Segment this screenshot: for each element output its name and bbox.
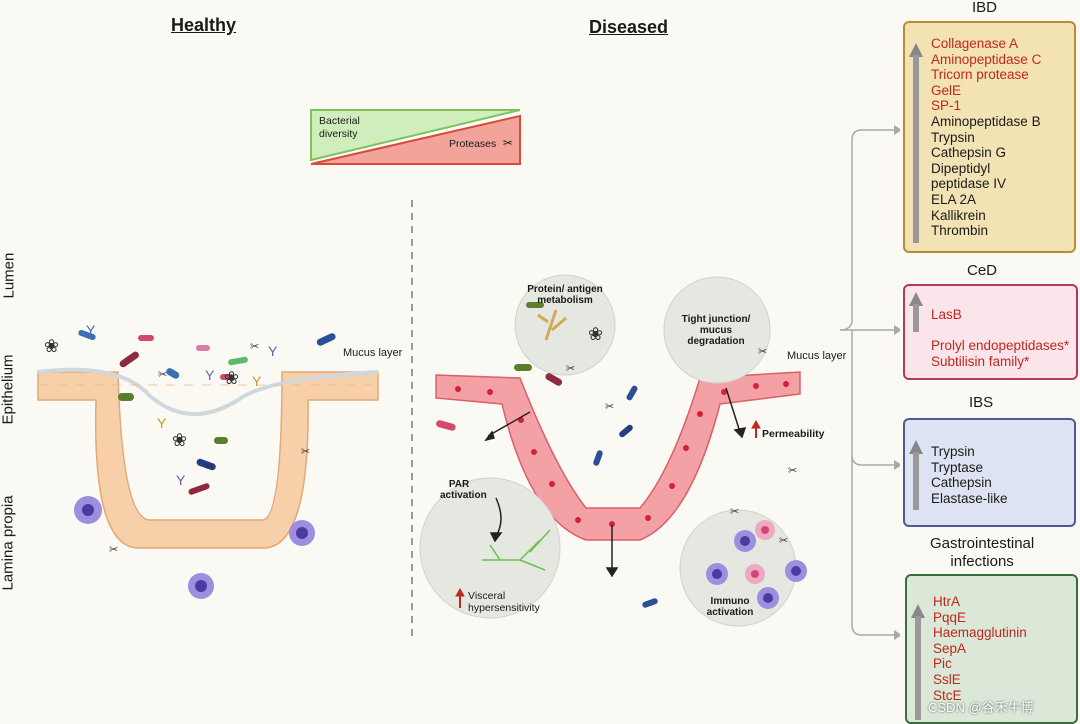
- svg-text:❀: ❀: [44, 336, 59, 356]
- svg-text:✂: ✂: [779, 535, 788, 547]
- gi-item: HtrA: [933, 594, 960, 609]
- svg-text:❀: ❀: [224, 368, 239, 388]
- svg-text:✂: ✂: [566, 363, 575, 375]
- mucus-layer-label-diseased: Mucus layer: [787, 350, 847, 362]
- scissors-icon: ✂: [503, 136, 514, 150]
- svg-text:Y: Y: [176, 472, 186, 488]
- connector-lines: [839, 129, 896, 636]
- svg-text:❀: ❀: [588, 324, 603, 344]
- healthy-bacteria: Y Y Y Y Y Y ❀ ❀ ❀ ✂ ✂ ✂ ✂ ✂: [44, 322, 336, 556]
- ibd-item: peptidase IV: [931, 176, 1007, 192]
- ibd-item: Dipeptidyl: [931, 160, 991, 176]
- mucus-layer-label-healthy: Mucus layer: [343, 347, 403, 359]
- up-arrow-icon: [909, 43, 923, 243]
- svg-text:✂: ✂: [205, 461, 214, 473]
- red-up-arrows: [455, 419, 761, 608]
- gi-item: SepA: [933, 640, 967, 656]
- ibd-item: ELA 2A: [931, 191, 977, 207]
- svg-text:Y: Y: [205, 367, 215, 383]
- ibd-box: Collagenase A Aminopeptidase C Tricorn p…: [903, 21, 1076, 253]
- svg-text:Y: Y: [86, 322, 96, 338]
- ced-box: LasB Prolyl endopeptidases* Subtilisin f…: [903, 284, 1078, 380]
- diseased-bacteria: ❀ ✂ ✂ ✂ ✂ ✂ ✂: [436, 302, 797, 608]
- svg-text:Y: Y: [157, 415, 167, 431]
- permeability-label: Permeability: [762, 428, 825, 440]
- svg-text:✂: ✂: [758, 346, 767, 358]
- healthy-immune-cells: [74, 496, 315, 599]
- ibd-item: Thrombin: [931, 223, 989, 239]
- ibs-item: Tryptase: [931, 459, 984, 475]
- ibs-item: Cathepsin: [931, 475, 992, 491]
- ibd-title: IBD: [972, 0, 998, 16]
- svg-text:✂: ✂: [788, 465, 797, 477]
- healthy-crypt: [37, 367, 379, 549]
- svg-text:✂: ✂: [109, 544, 118, 556]
- intestine-illustration: Y Y Y Y Y Y ❀ ❀ ❀ ✂ ✂ ✂ ✂ ✂: [37, 109, 900, 640]
- diseased-arrows: [484, 387, 747, 578]
- ibd-item: Tricorn protease: [931, 67, 1029, 83]
- gi-item: Pic: [933, 656, 952, 672]
- proteases-label: Proteases: [449, 138, 497, 150]
- up-arrow-icon: [909, 292, 923, 332]
- ibd-item: GelE: [931, 82, 962, 98]
- ibs-box: Trypsin Tryptase Cathepsin Elastase-like: [903, 418, 1076, 527]
- svg-text:Y: Y: [252, 373, 262, 389]
- diseased-heading: Diseased: [589, 17, 669, 37]
- svg-text:✂: ✂: [158, 369, 167, 381]
- gi-infections-box: HtrA PqqE Haemagglutinin SepA Pic SslE S…: [905, 574, 1078, 724]
- ibd-item: Cathepsin G: [931, 145, 1007, 161]
- ibd-item: Aminopeptidase C: [931, 51, 1042, 67]
- nerve-graphic: [482, 529, 551, 571]
- svg-text:❀: ❀: [172, 430, 187, 450]
- ibd-item: Aminopeptidase B: [931, 113, 1041, 129]
- ibs-title: IBS: [969, 394, 994, 411]
- svg-text:✂: ✂: [250, 341, 259, 353]
- watermark: CSDN @谷禾牛博: [928, 700, 1034, 715]
- up-arrow-icon: [909, 440, 923, 510]
- ibd-item: Kallikrein: [931, 207, 986, 223]
- ibd-item: Trypsin: [931, 129, 975, 145]
- ced-item: Subtilisin family*: [931, 353, 1030, 369]
- ced-item: Prolyl endopeptidases*: [931, 338, 1070, 354]
- svg-text:✂: ✂: [301, 446, 310, 458]
- gi-item: StcE: [933, 687, 962, 703]
- diseased-immune-cells: [706, 520, 807, 609]
- ibs-item: Elastase-like: [931, 490, 1008, 506]
- ced-item: LasB: [931, 307, 962, 322]
- gi-item: SslE: [933, 671, 961, 687]
- ibs-item: Trypsin: [931, 444, 975, 459]
- ibd-item: SP-1: [931, 98, 962, 114]
- svg-text:✂: ✂: [605, 401, 614, 413]
- healthy-heading: Healthy: [171, 15, 237, 35]
- svg-text:✂: ✂: [730, 506, 739, 518]
- gi-item: PqqE: [933, 609, 967, 625]
- gi-item: Haemagglutinin: [933, 625, 1027, 641]
- svg-text:Y: Y: [268, 343, 278, 359]
- ced-title: CeD: [967, 262, 998, 279]
- up-arrow-icon: [911, 604, 925, 720]
- ibd-item: Collagenase A: [931, 36, 1019, 51]
- diversity-protease-triangle: [310, 109, 521, 165]
